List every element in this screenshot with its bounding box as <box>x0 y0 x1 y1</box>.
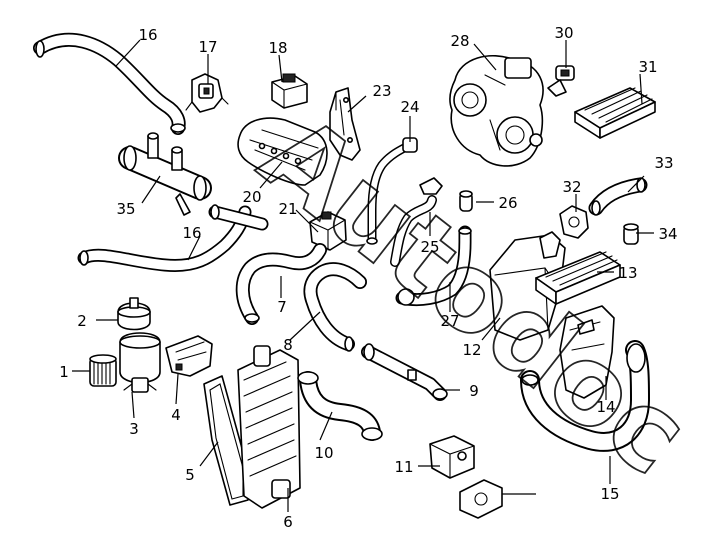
label-31: 31 <box>638 58 657 76</box>
part-34-plug[interactable] <box>623 223 639 245</box>
part-25-pipe[interactable] <box>390 177 443 267</box>
part-13-filter-element[interactable] <box>535 251 621 305</box>
label-24: 24 <box>400 98 419 116</box>
label-4: 4 <box>171 406 181 424</box>
part-11-bracket[interactable] <box>429 435 475 479</box>
part-7-hose[interactable] <box>235 243 327 325</box>
part-32-sensor[interactable] <box>559 205 589 239</box>
label-8: 8 <box>283 336 293 354</box>
label-23: 23 <box>372 82 391 100</box>
part-23-bracket[interactable] <box>329 87 361 161</box>
label-16: 16 <box>138 26 157 44</box>
part-9-pipe[interactable] <box>361 343 448 401</box>
part-18-bracket[interactable] <box>185 73 229 113</box>
part-24-pipe[interactable] <box>366 137 418 245</box>
label-34: 34 <box>658 225 677 243</box>
part-1-filter-element[interactable] <box>89 354 117 387</box>
label-3: 3 <box>129 420 139 438</box>
label-1: 1 <box>59 363 69 381</box>
label-9: 9 <box>469 382 479 400</box>
label-20: 20 <box>242 188 261 206</box>
label-14: 14 <box>596 398 615 416</box>
label-18: 17 <box>198 38 217 56</box>
part-31-air-filter[interactable] <box>574 87 656 139</box>
part-6-intercooler[interactable] <box>237 345 301 509</box>
part-35-coolant-flange[interactable] <box>118 132 212 216</box>
part-4-bracket[interactable] <box>165 335 213 377</box>
part-27-cap[interactable] <box>459 190 473 212</box>
label-7: 7 <box>277 298 287 316</box>
label-22: 21 <box>278 200 297 218</box>
label-33: 33 <box>654 154 673 172</box>
part-5-frame[interactable] <box>203 375 249 506</box>
label-5: 5 <box>185 466 195 484</box>
label-25: 25 <box>420 238 439 256</box>
label-11: 11 <box>394 458 413 476</box>
label-26: 27 <box>440 312 459 330</box>
part-30-sensor[interactable] <box>547 65 575 97</box>
part-15-hose[interactable] <box>520 340 650 452</box>
part-8-hose[interactable] <box>303 262 367 352</box>
part-17-hose[interactable] <box>77 204 269 273</box>
part-3-filter-housing[interactable] <box>119 332 161 393</box>
label-13: 13 <box>618 264 637 282</box>
part-12-air-box[interactable] <box>489 231 566 341</box>
mount-bracket[interactable] <box>459 479 536 519</box>
part-22-connector[interactable] <box>309 211 347 251</box>
part-16-hose[interactable] <box>33 32 186 135</box>
part-10-hose[interactable] <box>297 371 383 441</box>
callout-labels: 16 17 18 23 24 28 30 31 35 20 16 21 25 2… <box>59 24 677 531</box>
label-2: 2 <box>77 312 87 330</box>
part-20-intake-module[interactable] <box>237 117 328 186</box>
part-26-hose[interactable] <box>395 225 472 307</box>
label-17: 16 <box>182 224 201 242</box>
part-21-sensor[interactable] <box>271 73 308 109</box>
label-30: 30 <box>554 24 573 42</box>
label-21: 18 <box>268 39 287 57</box>
part-28-turbocharger[interactable] <box>449 55 544 167</box>
label-10: 10 <box>314 444 333 462</box>
label-27: 26 <box>498 194 517 212</box>
label-32: 32 <box>562 178 581 196</box>
part-2-cap[interactable] <box>117 297 151 331</box>
part-33-hose[interactable] <box>588 177 648 216</box>
label-6: 6 <box>283 513 293 531</box>
label-35: 35 <box>116 200 135 218</box>
label-28: 28 <box>450 32 469 50</box>
label-12: 12 <box>462 341 481 359</box>
leader-lines <box>72 39 654 512</box>
label-15: 15 <box>600 485 619 503</box>
